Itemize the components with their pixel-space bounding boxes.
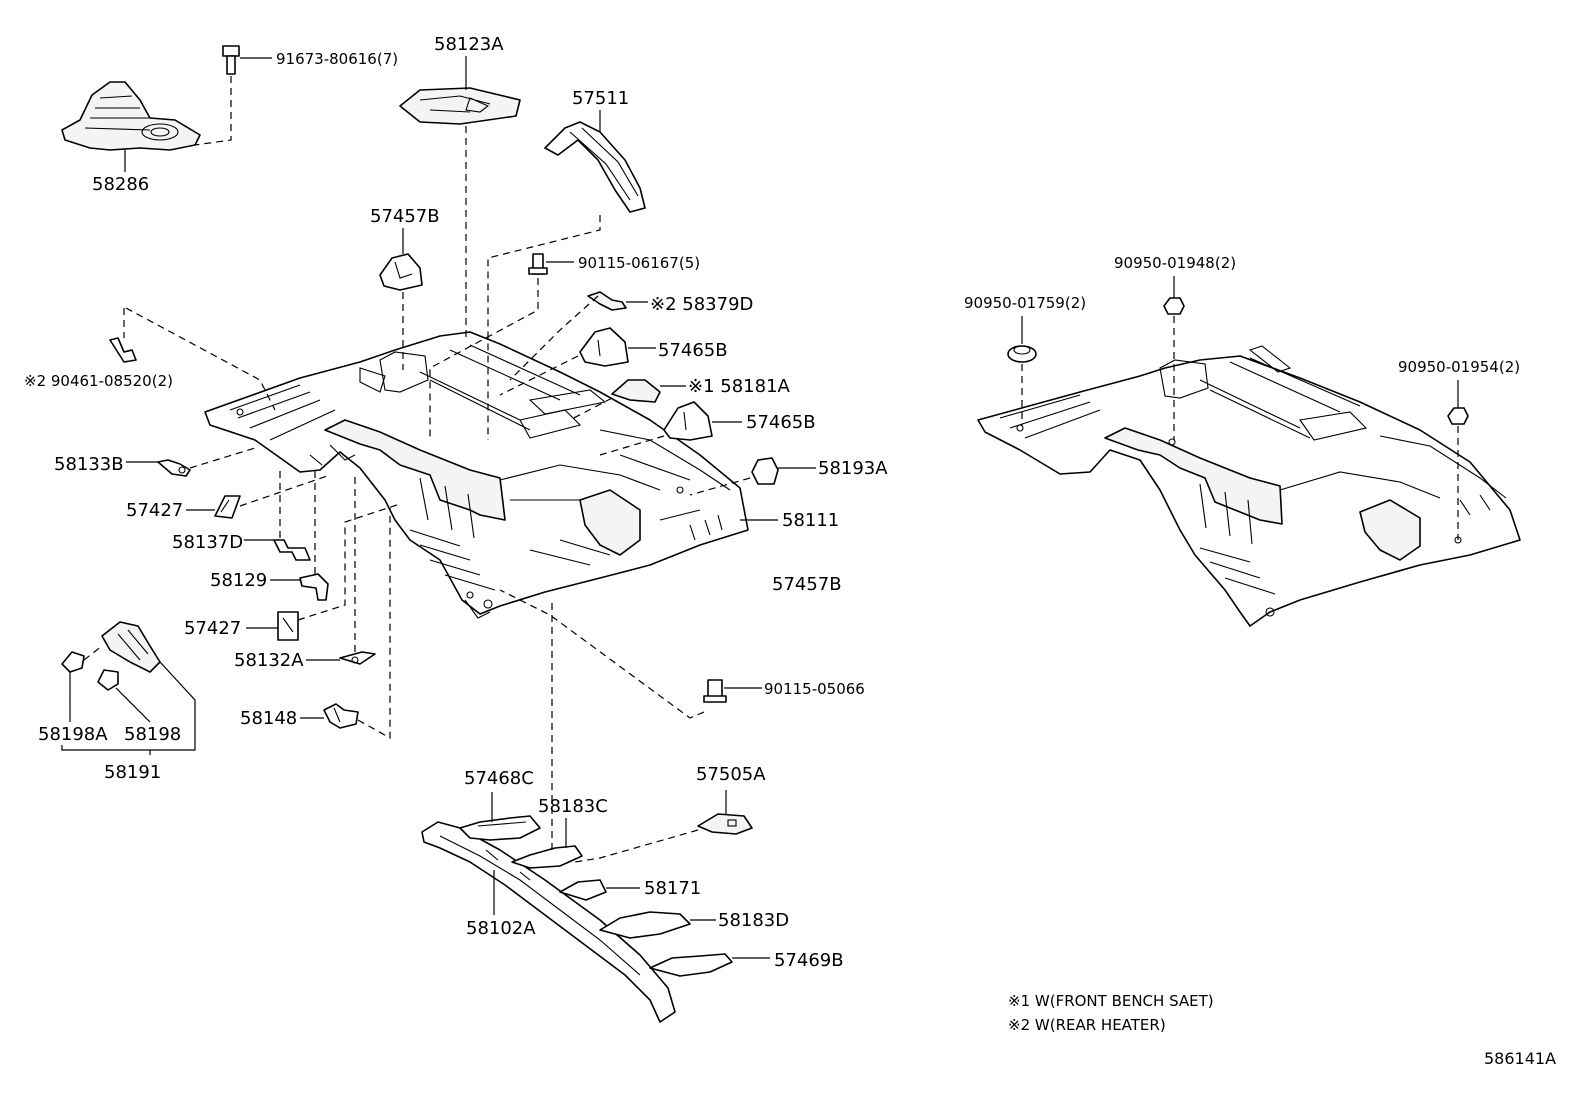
part-57505A <box>574 790 753 863</box>
part-57469B <box>649 953 770 977</box>
label-90950-01759: 90950-01759(2) <box>964 294 1086 312</box>
label-58102A: 58102A <box>466 918 536 939</box>
label-58198A: 58198A <box>38 724 108 745</box>
part-57427-a <box>186 474 331 519</box>
part-57465B-b <box>599 401 742 456</box>
part-58193A <box>689 457 816 496</box>
part-91673-bolt <box>194 45 272 146</box>
part-90115-05066 <box>499 589 762 719</box>
label-58379D: ※2 58379D <box>650 294 753 315</box>
main-floor-pan <box>204 331 749 619</box>
part-58183D <box>599 911 716 939</box>
label-58148: 58148 <box>240 708 297 729</box>
label-57469B: 57469B <box>774 950 844 971</box>
label-58198: 58198 <box>124 724 181 745</box>
label-58183C: 58183C <box>538 796 608 817</box>
label-57457B-bot: 57457B <box>772 574 842 595</box>
label-58171: 58171 <box>644 878 701 899</box>
part-58123A-panel <box>399 56 521 340</box>
note-front-bench-seat: ※1 W(FRONT BENCH SAET) <box>1008 992 1214 1010</box>
label-58191: 58191 <box>104 762 161 783</box>
label-58133B: 58133B <box>54 454 124 475</box>
label-57465B-a: 57465B <box>658 340 728 361</box>
part-58148 <box>300 508 391 740</box>
label-58129: 58129 <box>210 570 267 591</box>
label-90115-05066: 90115-05066 <box>764 680 865 698</box>
part-90115-06167-bolt <box>429 253 574 440</box>
part-58137D <box>244 470 311 561</box>
part-58181A <box>569 379 686 421</box>
part-90950-01948 <box>1163 276 1185 440</box>
label-90461-08520: ※2 90461-08520(2) <box>24 372 173 390</box>
part-57468C <box>459 792 541 841</box>
label-90950-01948: 90950-01948(2) <box>1114 254 1236 272</box>
footnotes: ※1 W(FRONT BENCH SAET) ※2 W(REAR HEATER) <box>1008 992 1214 1034</box>
part-58132A <box>306 472 376 665</box>
part-58129 <box>270 470 329 601</box>
label-57468C: 57468C <box>464 768 534 789</box>
part-57465B-a <box>499 327 656 396</box>
label-58193A: 58193A <box>818 458 888 479</box>
label-90950-01954: 90950-01954(2) <box>1398 358 1520 376</box>
part-58183C <box>511 600 583 869</box>
part-90950-01759 <box>1007 316 1037 426</box>
part-58286-boot <box>61 81 201 172</box>
note-rear-heater: ※2 W(REAR HEATER) <box>1008 1016 1166 1034</box>
part-58171 <box>559 879 640 901</box>
part-57427-b <box>246 503 401 641</box>
label-57505A: 57505A <box>696 764 766 785</box>
part-58102A-crossmember <box>421 821 676 1023</box>
part-90461-clip <box>109 307 276 411</box>
figure-id: 586141A <box>1484 1049 1556 1068</box>
label-58132A: 58132A <box>234 650 304 671</box>
label-57427-b: 57427 <box>184 618 241 639</box>
right-floor-pan <box>977 345 1521 627</box>
label-57465B-b: 57465B <box>746 412 816 433</box>
part-57511-bracket <box>487 110 646 440</box>
callout-labels: 91673-80616(7) 58123A 57511 58286 57457B… <box>24 34 1520 971</box>
label-58286: 58286 <box>92 174 149 195</box>
part-57457B-top <box>379 228 423 370</box>
label-58181A: ※1 58181A <box>688 376 791 397</box>
part-90950-01954 <box>1447 380 1469 540</box>
label-58123A: 58123A <box>434 34 504 55</box>
part-58133B <box>126 447 256 477</box>
label-58137D: 58137D <box>172 532 243 553</box>
label-57511: 57511 <box>572 88 629 109</box>
label-90115-06167: 90115-06167(5) <box>578 254 700 272</box>
label-57457B-top: 57457B <box>370 206 440 227</box>
label-57427-a: 57427 <box>126 500 183 521</box>
label-58183D: 58183D <box>718 910 789 931</box>
part-58191-bracket <box>61 621 196 755</box>
label-91673-80616: 91673-80616(7) <box>276 50 398 68</box>
label-58111: 58111 <box>782 510 839 531</box>
part-58379D-clip <box>509 291 648 381</box>
